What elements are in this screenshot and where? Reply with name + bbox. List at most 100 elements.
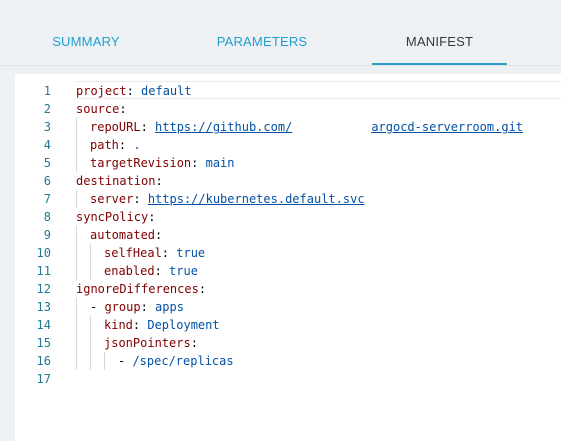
yaml-separator: :	[191, 156, 206, 170]
yaml-key: path	[90, 138, 119, 152]
code-line: repoURL: https://github.com/argocd-serve…	[76, 118, 561, 136]
yaml-code[interactable]: project: default source: repoURL: https:…	[76, 82, 561, 388]
yaml-separator: :	[155, 228, 163, 242]
tab-summary[interactable]: SUMMARY	[52, 34, 120, 49]
yaml-key: repoURL	[90, 120, 141, 134]
line-number-gutter: 1 2 3 4 5 6 7 8 9 10 11 12 13 14 15 16 1…	[15, 82, 51, 388]
code-line: syncPolicy:	[76, 208, 561, 226]
line-number: 10	[36, 246, 51, 260]
yaml-separator: :	[133, 192, 148, 206]
code-line: destination:	[76, 172, 561, 190]
yaml-separator: :	[118, 138, 134, 152]
yaml-key: ignoreDifferences	[76, 282, 199, 296]
server-url-link[interactable]: https://kubernetes.default.svc	[147, 192, 365, 206]
indent-guide	[76, 244, 90, 262]
indent-guide	[76, 154, 90, 172]
line-number: 8	[43, 210, 51, 224]
yaml-key: automated	[90, 228, 156, 242]
code-line: selfHeal: true	[76, 244, 561, 262]
indent-guide	[76, 136, 90, 154]
code-line: targetRevision: main	[76, 154, 561, 172]
indent-guide	[76, 352, 90, 370]
indent-guide	[76, 316, 90, 334]
yaml-key: kind	[104, 318, 133, 332]
tab-bar: SUMMARY PARAMETERS MANIFEST	[0, 0, 561, 66]
yaml-key: source	[76, 102, 120, 116]
indent-guide	[90, 316, 104, 334]
yaml-value: /spec/replicas	[132, 354, 234, 368]
yaml-value: true	[176, 246, 206, 260]
indent-guide	[90, 244, 104, 262]
line-number: 14	[36, 318, 51, 332]
code-line: project: default	[76, 82, 561, 100]
line-number: 16	[36, 354, 51, 368]
indent-guide	[104, 352, 118, 370]
yaml-key: server	[90, 192, 134, 206]
code-line: - group: apps	[76, 298, 561, 316]
yaml-key: selfHeal	[104, 246, 162, 260]
code-line: automated:	[76, 226, 561, 244]
repo-url-link-suffix[interactable]: argocd-serverroom.git	[371, 120, 524, 134]
line-number: 5	[43, 156, 51, 170]
yaml-value: true	[169, 264, 198, 278]
line-number: 6	[43, 174, 51, 188]
yaml-value: .	[133, 138, 141, 152]
line-number: 17	[36, 372, 51, 386]
indent-guide	[76, 226, 90, 244]
redacted-region	[292, 120, 371, 132]
yaml-key: targetRevision	[90, 156, 192, 170]
yaml-separator: :	[155, 174, 163, 188]
yaml-separator: :	[119, 102, 127, 116]
code-line	[76, 370, 561, 388]
indent-guide	[76, 118, 90, 136]
yaml-value: default	[141, 84, 192, 98]
yaml-key: project	[76, 84, 127, 98]
code-line: source:	[76, 100, 561, 118]
line-number: 4	[43, 138, 51, 152]
indent-guide	[76, 190, 90, 208]
code-line: server: https://kubernetes.default.svc	[76, 190, 561, 208]
current-line-highlight	[74, 81, 561, 99]
yaml-separator: :	[140, 300, 156, 314]
yaml-value: apps	[155, 300, 184, 314]
tab-manifest[interactable]: MANIFEST	[372, 34, 507, 65]
yaml-separator: :	[154, 264, 170, 278]
manifest-editor[interactable]: 1 2 3 4 5 6 7 8 9 10 11 12 13 14 15 16 1…	[15, 74, 561, 441]
line-number: 13	[36, 300, 51, 314]
yaml-separator: :	[190, 336, 198, 350]
yaml-key: destination	[76, 174, 156, 188]
indent-guide	[76, 298, 90, 316]
tab-parameters[interactable]: PARAMETERS	[216, 34, 308, 49]
yaml-separator: :	[126, 84, 142, 98]
line-number: 2	[43, 102, 51, 116]
repo-url-link[interactable]: https://github.com/	[155, 120, 293, 134]
indent-guide	[90, 334, 104, 352]
yaml-key: syncPolicy	[76, 210, 149, 224]
yaml-value: Deployment	[147, 318, 220, 332]
code-line: path: .	[76, 136, 561, 154]
yaml-list-dash: -	[118, 354, 133, 368]
line-number: 3	[43, 120, 51, 134]
code-line: enabled: true	[76, 262, 561, 280]
yaml-separator: :	[148, 210, 156, 224]
line-number: 11	[36, 264, 51, 278]
indent-guide	[90, 262, 104, 280]
yaml-separator: :	[132, 318, 148, 332]
yaml-key: enabled	[104, 264, 155, 278]
yaml-separator: :	[198, 282, 207, 296]
yaml-list-dash: -	[90, 300, 105, 314]
indent-guide	[76, 262, 90, 280]
yaml-value: main	[205, 156, 235, 170]
line-number: 7	[43, 192, 51, 206]
line-number: 15	[36, 336, 51, 350]
code-line: jsonPointers:	[76, 334, 561, 352]
line-number: 12	[36, 282, 51, 296]
line-number: 9	[43, 228, 51, 242]
yaml-separator: :	[140, 120, 156, 134]
yaml-key: group	[104, 300, 141, 314]
code-line: - /spec/replicas	[76, 352, 561, 370]
indent-guide	[76, 334, 90, 352]
code-line: kind: Deployment	[76, 316, 561, 334]
indent-guide	[90, 352, 104, 370]
yaml-key: jsonPointers	[104, 336, 191, 350]
